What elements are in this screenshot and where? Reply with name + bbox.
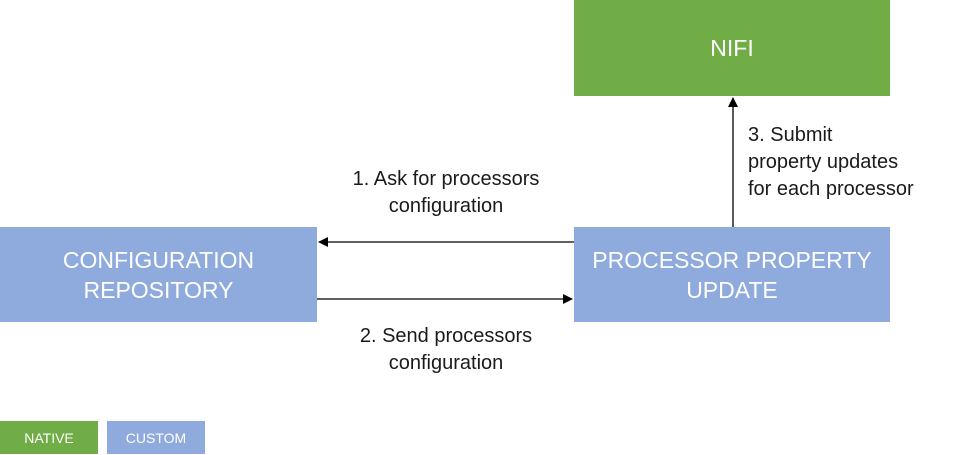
legend-custom: CUSTOM [107,421,205,454]
legend-native-label: NATIVE [24,429,74,446]
processor-property-update-node: PROCESSOR PROPERTY UPDATE [574,227,890,322]
nifi-node-label: NIFI [710,35,754,61]
edge-label-send: 2. Send processors configuration [359,325,533,374]
edge-label-ask: 1. Ask for processors configuration [352,168,540,217]
nifi-node: NIFI [574,0,890,96]
processor-property-update-label: PROCESSOR PROPERTY UPDATE [592,246,872,303]
configuration-repository-node: CONFIGURATION REPOSITORY [0,227,317,322]
edge-label-submit: 3. Submit property updates for each proc… [748,124,914,200]
legend-native: NATIVE [0,421,98,454]
configuration-repository-label: CONFIGURATION REPOSITORY [62,246,255,303]
legend-custom-label: CUSTOM [125,429,187,446]
